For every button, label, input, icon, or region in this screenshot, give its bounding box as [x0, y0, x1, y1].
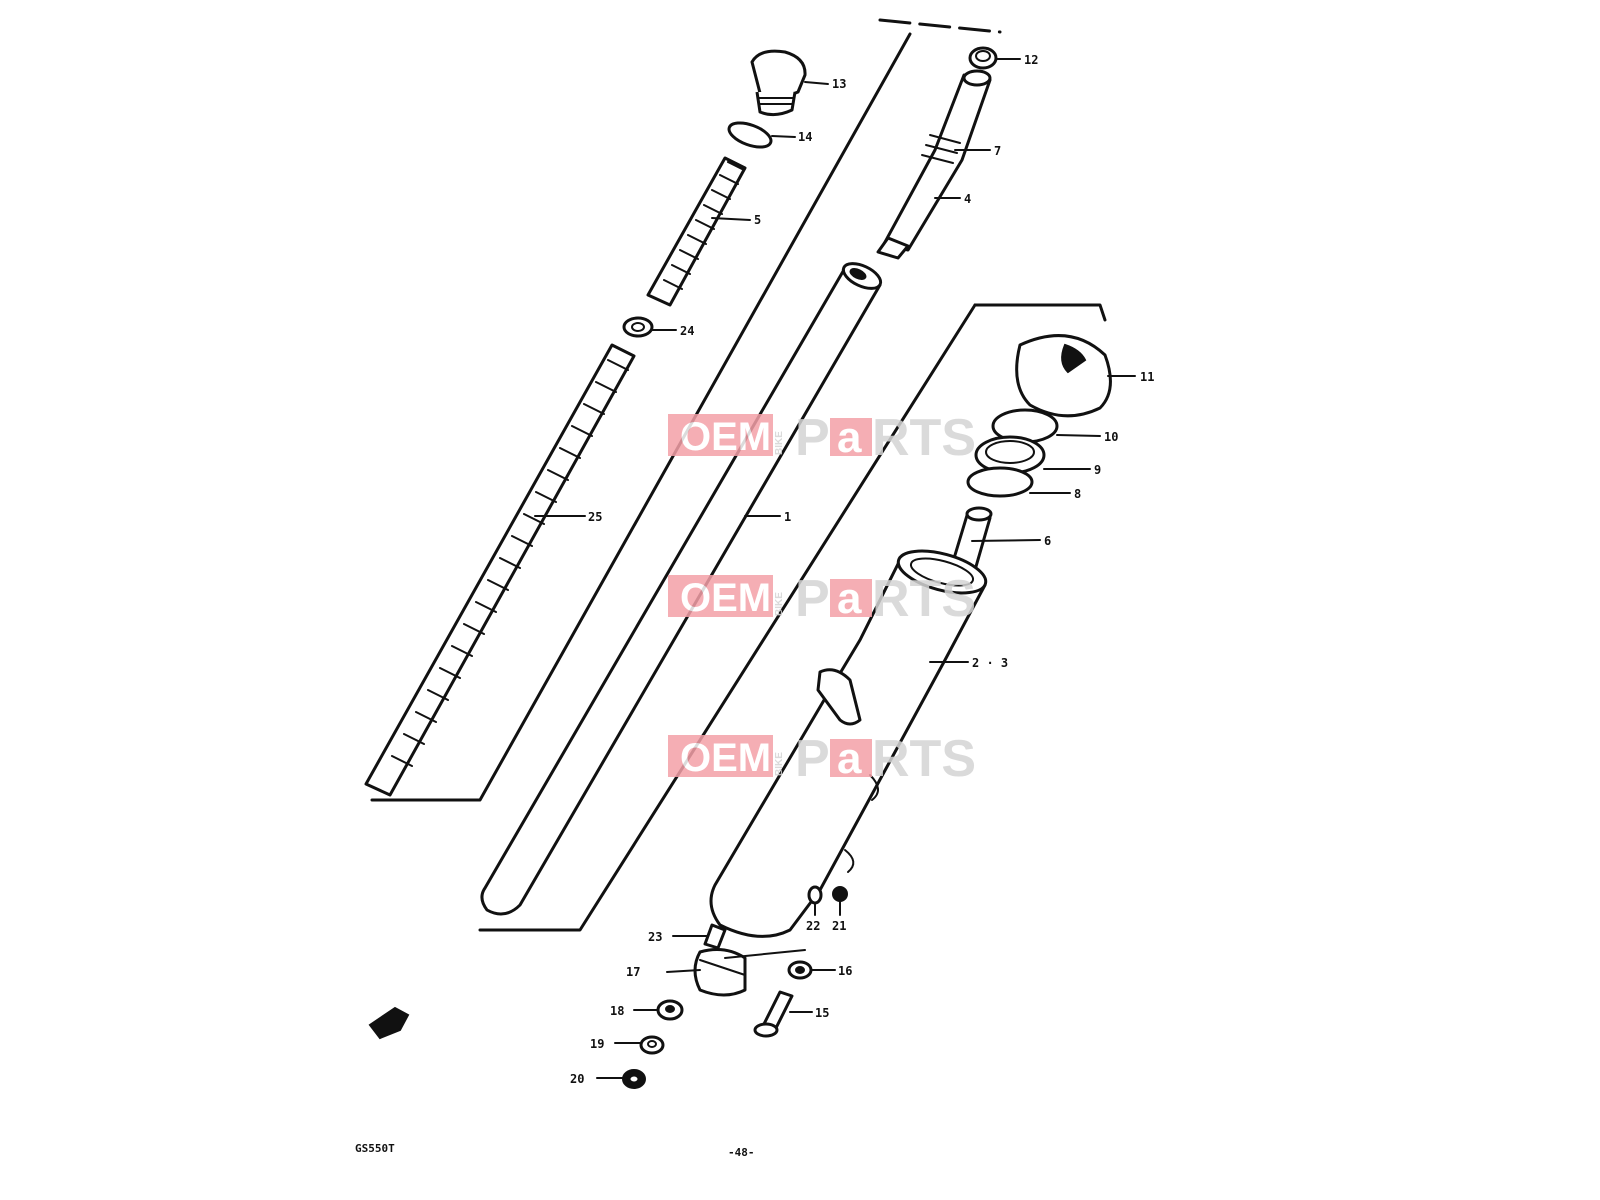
model-code: GS550T	[355, 1142, 395, 1155]
label-16: 16	[838, 964, 852, 978]
spacer-washer-24	[622, 316, 654, 338]
watermark-bike: BIKE	[774, 431, 785, 455]
part-labels: 13 14 5 24 25 12 7 4 1 11 10 9 8 6 2 · 3…	[570, 53, 1154, 1086]
watermark-a-box	[830, 579, 872, 617]
label-13: 13	[832, 77, 846, 91]
label-12: 12	[1024, 53, 1038, 67]
label-6: 6	[1044, 534, 1051, 548]
long-fork-spring-25	[364, 343, 636, 797]
watermark-oem-box	[668, 575, 773, 617]
label-22: 22	[806, 919, 820, 933]
damper-rod-cap-12	[968, 46, 998, 70]
label-21: 21	[832, 919, 846, 933]
drain-screw-gasket-22	[807, 885, 823, 905]
allen-bolt-15	[753, 990, 794, 1038]
label-10: 10	[1104, 430, 1118, 444]
watermark-2: OEM BIKE P a RTS	[668, 570, 976, 628]
watermark-oem-box	[668, 735, 773, 777]
label-24: 24	[680, 324, 694, 338]
watermark-rts: RTS	[872, 730, 976, 788]
label-2-3: 2 · 3	[972, 656, 1008, 670]
watermark-oem: OEM	[680, 415, 771, 459]
watermark-bike: BIKE	[774, 592, 785, 616]
label-17: 17	[626, 965, 640, 979]
label-1: 1	[784, 510, 791, 524]
watermark-rts: RTS	[872, 409, 976, 467]
dust-seal-11	[1015, 334, 1112, 418]
label-15: 15	[815, 1006, 829, 1020]
label-14: 14	[798, 130, 812, 144]
drain-screw-21	[832, 886, 848, 902]
fork-cap-bolt-13	[750, 49, 807, 117]
watermark-oem: OEM	[680, 736, 771, 780]
watermark-p: P	[795, 409, 830, 467]
bracket-lines	[370, 18, 1107, 932]
label-25: 25	[588, 510, 602, 524]
watermark-3: OEM BIKE P a RTS	[668, 730, 976, 788]
label-20: 20	[570, 1072, 584, 1086]
short-spring-5	[646, 156, 747, 307]
leader-lines	[534, 58, 1136, 1079]
washer-18	[656, 999, 684, 1021]
watermark-rts: RTS	[872, 570, 976, 628]
watermark-oem: OEM	[680, 576, 771, 620]
spring-washer-19	[639, 1035, 665, 1055]
label-9: 9	[1094, 463, 1101, 477]
label-5: 5	[754, 213, 761, 227]
label-8: 8	[1074, 487, 1081, 501]
watermark-a: a	[837, 413, 862, 462]
axle-holder-stud-23	[703, 923, 727, 950]
front-arrow-tag	[368, 1006, 410, 1040]
label-19: 19	[590, 1037, 604, 1051]
damper-rod-4	[876, 69, 992, 260]
o-ring-14	[727, 121, 773, 149]
label-23: 23	[648, 930, 662, 944]
nut-20	[622, 1069, 646, 1089]
watermark-a: a	[837, 734, 862, 783]
label-11: 11	[1140, 370, 1154, 384]
watermark-a-box	[830, 739, 872, 777]
page-number: -48-	[728, 1146, 755, 1159]
label-7: 7	[994, 144, 1001, 158]
label-18: 18	[610, 1004, 624, 1018]
watermark-1: OEM BIKE P a RTS	[668, 409, 976, 467]
oil-seal-retainer-8	[966, 466, 1034, 498]
washer-16	[787, 960, 813, 980]
watermark-a: a	[837, 574, 862, 623]
label-4: 4	[964, 192, 971, 206]
watermark-p: P	[795, 570, 830, 628]
watermark-bike: BIKE	[774, 752, 785, 776]
watermark-oem-box	[668, 414, 773, 456]
watermark-a-box	[830, 418, 872, 456]
watermark-p: P	[795, 730, 830, 788]
